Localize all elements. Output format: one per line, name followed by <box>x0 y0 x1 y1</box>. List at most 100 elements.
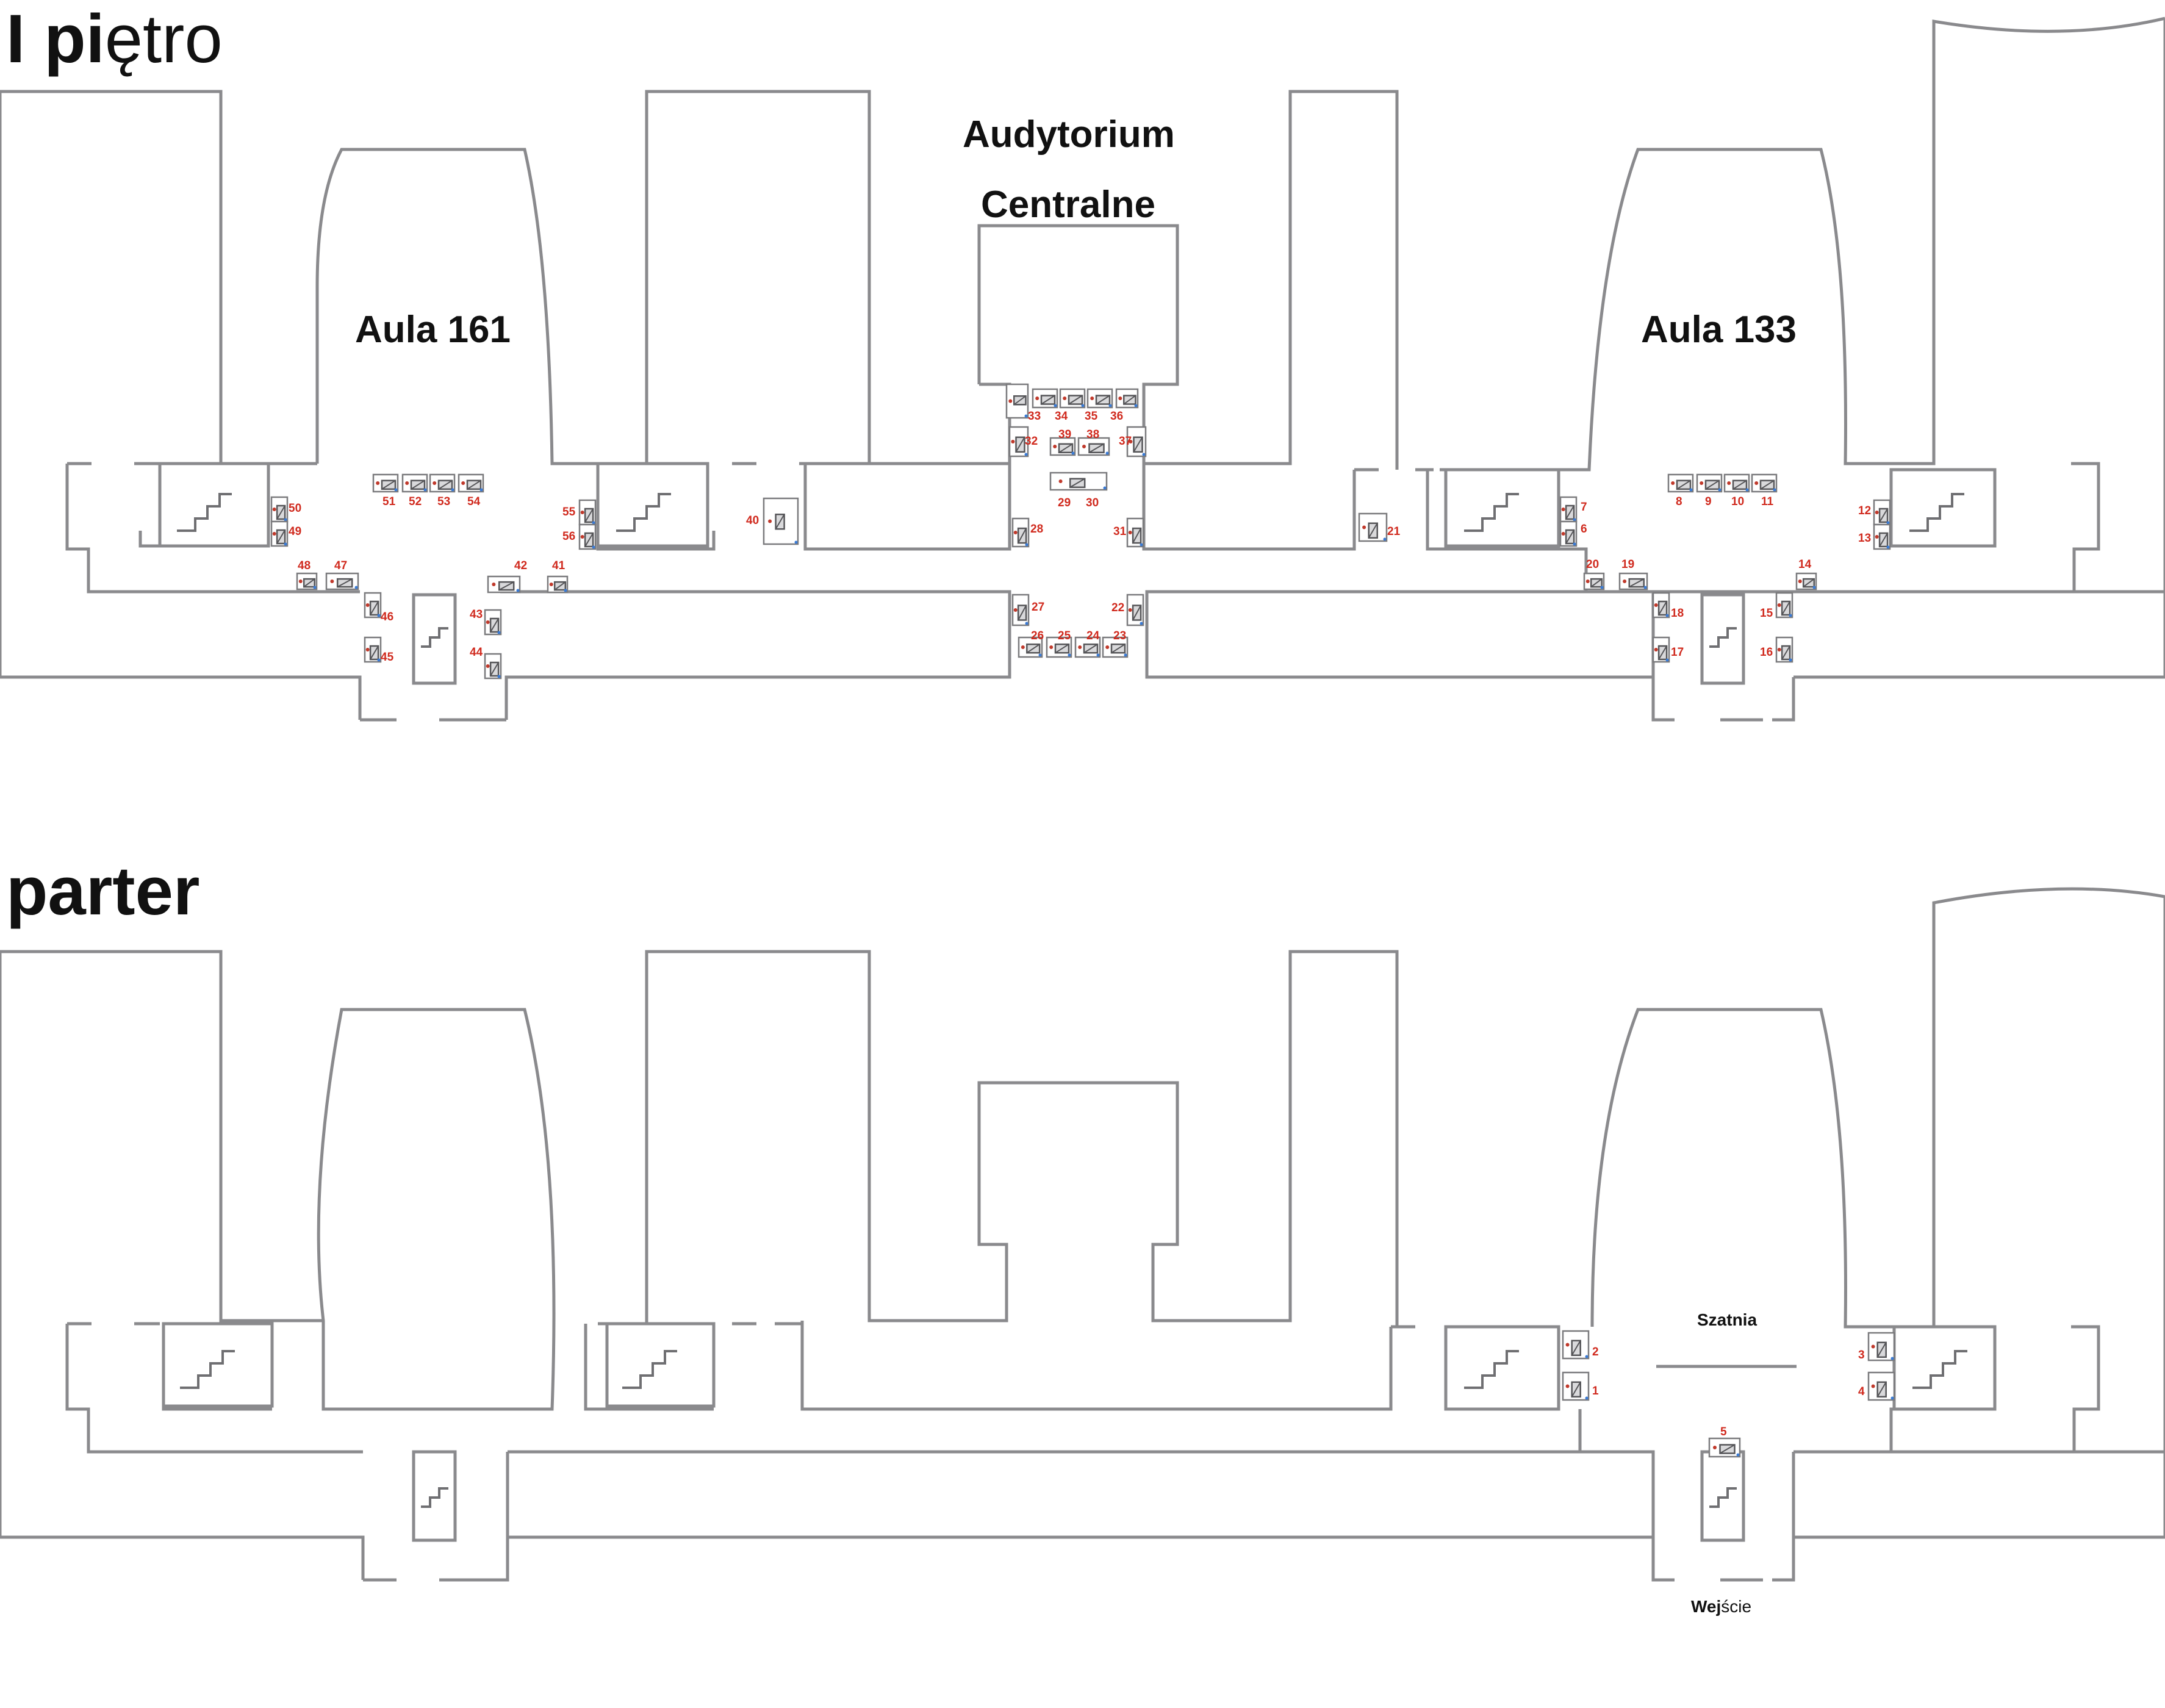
workstation-desk <box>1049 472 1108 491</box>
outlet-dot <box>1140 543 1143 547</box>
outlet-dot <box>1142 453 1146 456</box>
workstation-desk <box>1008 426 1029 458</box>
upper-floor-plan <box>0 16 2165 722</box>
monitor-diagonal <box>1719 1444 1736 1454</box>
outlet-dot <box>497 675 501 678</box>
outlet-dot <box>1038 653 1042 657</box>
entrance-label: Wejście <box>1691 1598 1751 1615</box>
workstation-desk <box>484 653 502 680</box>
monitor-diagonal <box>1058 443 1073 453</box>
pc-number: 23 <box>1113 630 1127 642</box>
pc-number: 41 <box>552 559 565 572</box>
monitor-diagonal <box>1083 644 1098 654</box>
aula-133-wall <box>1440 16 2165 472</box>
monitor-diagonal <box>1629 578 1645 587</box>
pc-number: 22 <box>1111 601 1125 614</box>
seat-dot <box>1118 396 1122 400</box>
monitor-diagonal <box>1096 395 1110 405</box>
seat-dot <box>1078 645 1082 649</box>
pc-number: 30 <box>1086 497 1099 509</box>
monitor-diagonal <box>1876 1342 1887 1358</box>
pc-number: 31 <box>1113 525 1127 538</box>
workstation-desk <box>1358 512 1388 542</box>
workstation-desk <box>1086 388 1113 409</box>
outlet-dot <box>1108 404 1112 407</box>
pc-number: 6 <box>1581 523 1587 536</box>
workstation-desk <box>429 473 456 493</box>
pc-number: 36 <box>1110 410 1124 423</box>
workstation-desk <box>1046 636 1072 658</box>
workstation-desk <box>1049 437 1076 456</box>
outlet-dot <box>1585 1396 1589 1400</box>
workstation-desk <box>1652 592 1670 619</box>
seat-dot <box>1875 535 1879 539</box>
floor-title-upper: I piętro <box>6 5 223 73</box>
pc-number: 54 <box>467 495 481 508</box>
outlet-dot <box>1600 586 1604 589</box>
floor-title-upper-rest: ętro <box>104 1 223 77</box>
pc-number: 43 <box>470 608 483 621</box>
outlet-dot <box>1096 653 1100 657</box>
seat-dot <box>1082 445 1086 448</box>
monitor-diagonal <box>276 505 285 520</box>
workstation-desk <box>325 572 359 590</box>
seat-dot <box>1013 531 1018 534</box>
seat-dot <box>1671 481 1675 485</box>
seat-dot <box>1090 396 1094 400</box>
pc-number: 7 <box>1581 501 1587 514</box>
monitor-diagonal <box>490 662 499 676</box>
pc-number: 4 <box>1858 1385 1865 1398</box>
entrance-label-rest: ście <box>1721 1597 1752 1616</box>
seat-dot <box>1754 481 1759 485</box>
pc-number: 39 <box>1058 428 1072 441</box>
monitor-diagonal <box>1123 395 1136 405</box>
pc-number: 48 <box>298 559 311 572</box>
monitor-diagonal <box>1876 1382 1887 1398</box>
seat-dot <box>272 508 276 511</box>
seat-dot <box>1128 531 1132 534</box>
workstation-desk <box>1652 636 1670 663</box>
monitor-diagonal <box>1658 645 1667 660</box>
workstation-desk <box>1562 1330 1590 1360</box>
pc-number: 32 <box>1025 435 1038 448</box>
seat-dot <box>1713 1446 1717 1449</box>
workstation-desk <box>484 609 502 636</box>
pc-number: 26 <box>1031 630 1044 642</box>
seat-dot <box>1035 396 1039 400</box>
seat-dot <box>1011 440 1015 443</box>
seat-dot <box>1561 508 1565 511</box>
workstation-desk <box>364 592 382 619</box>
monitor-diagonal <box>1026 644 1040 654</box>
seat-dot <box>365 648 370 651</box>
outlet-dot <box>284 542 287 546</box>
monitor-diagonal <box>1041 395 1055 405</box>
outlet-dot <box>1054 404 1057 407</box>
seat-dot <box>1013 608 1018 612</box>
ground-aula-right-wall <box>1590 887 2165 1454</box>
auditorium-wall <box>977 90 1399 470</box>
workstation-desk <box>1559 496 1578 523</box>
outlet-dot <box>377 658 381 662</box>
pc-number: 52 <box>409 495 422 508</box>
monitor-diagonal <box>1565 529 1574 544</box>
seat-dot <box>1362 525 1366 529</box>
pc-number: 44 <box>470 646 483 659</box>
pc-number: 17 <box>1671 646 1684 659</box>
outlet-dot <box>451 488 454 492</box>
room-label-aula-133: Aula 133 <box>1641 309 1797 351</box>
seat-dot <box>1565 1343 1570 1347</box>
monitor-diagonal <box>1133 437 1143 453</box>
workstation-desk <box>1873 499 1891 526</box>
monitor-diagonal <box>1781 645 1790 660</box>
monitor-diagonal <box>1571 1340 1581 1356</box>
seat-dot <box>1871 1344 1875 1349</box>
pc-number: 8 <box>1676 495 1682 508</box>
monitor-diagonal <box>1676 479 1691 490</box>
outlet-dot <box>1134 404 1138 407</box>
pc-number: 49 <box>289 525 302 538</box>
workstation-desk <box>1667 473 1694 493</box>
monitor-diagonal <box>584 533 594 547</box>
seat-dot <box>580 535 584 539</box>
monitor-diagonal <box>1590 578 1603 587</box>
seat-dot <box>365 603 370 607</box>
